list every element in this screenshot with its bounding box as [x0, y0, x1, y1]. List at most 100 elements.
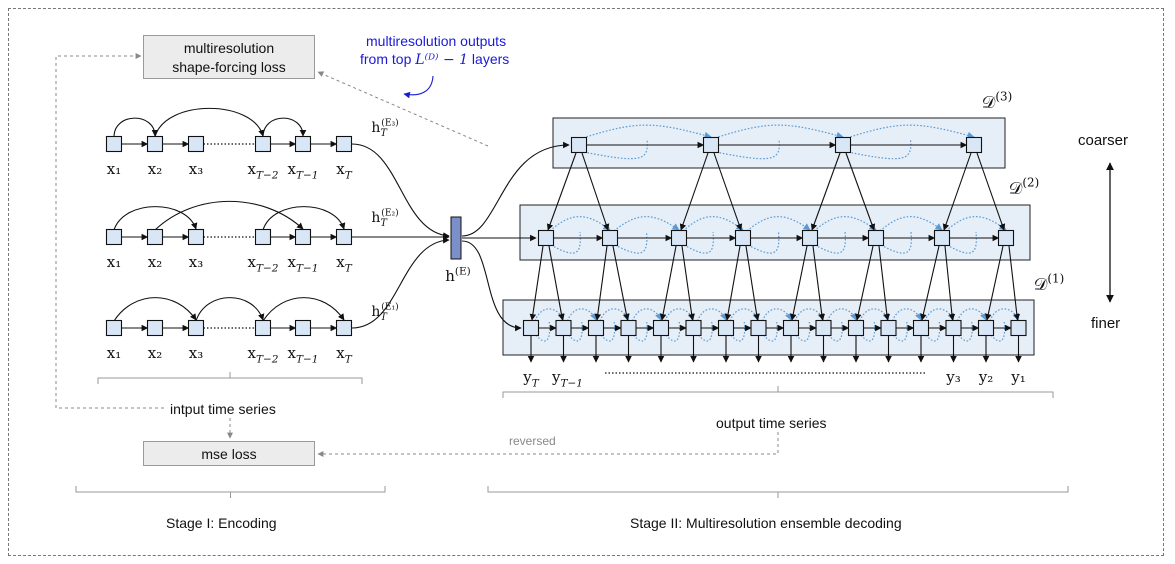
output-label-y2: y₂ [978, 368, 994, 386]
encoder-row-1-node-1 [105, 319, 123, 337]
skip-arc [154, 107, 265, 138]
encoder-row-1-label-2: x₂ [148, 344, 162, 362]
encoder-row-2-node-4 [254, 228, 272, 246]
encoder-row-1-label-1: x₁ [107, 344, 121, 362]
decoder-layer-2-node-7 [933, 229, 951, 247]
output-label-yT-1: yT−1 [551, 368, 583, 390]
encoder-row-3-node-2 [146, 135, 164, 153]
annotation-suffix: layers [471, 51, 510, 67]
decoder-layer-2-node-3 [670, 229, 688, 247]
recurrence-loop [879, 216, 943, 232]
skip-arc [262, 117, 307, 138]
decoder-layer-1-node-5 [652, 319, 670, 337]
decoder-layer-1-node-10 [815, 319, 832, 337]
encoder-row-2-node-3 [187, 228, 205, 246]
decoder-layer-1-node-4 [620, 319, 637, 337]
recurrence-loop [746, 216, 811, 232]
recurrence-loop [698, 321, 713, 342]
encoder-row-2-node-1 [105, 228, 123, 246]
d2-to-d1 [789, 245, 808, 321]
input-to-shape-loss [55, 53, 164, 409]
input-brace [97, 377, 363, 384]
decoder-layer-1-node-15 [977, 319, 995, 337]
to-merge-curve [351, 143, 450, 239]
recurrence-loop [566, 308, 597, 322]
encoder-row-2-hidden: hT(E₂) [371, 208, 398, 230]
decoder-layer-2-node-2 [601, 229, 619, 247]
shape-forcing-loss-line2: shape-forcing loss [172, 59, 286, 75]
recurrence-loop [747, 231, 780, 254]
recurrence-loop [891, 308, 922, 322]
skip-arc [113, 297, 197, 322]
encoder-row-2-label-4: xT−2 [248, 253, 279, 275]
d2-to-d1 [878, 245, 891, 321]
input-series-label: intput time series [170, 401, 276, 417]
encoder-row-2-label-5: xT−1 [288, 253, 319, 275]
mse-loss-label: mse loss [201, 446, 257, 462]
recurrence-loop [614, 231, 648, 254]
decoder-layer-2-node-4 [734, 229, 752, 247]
layer-label-1: 𝒟(1) [1034, 271, 1064, 295]
recurrence-loop [763, 321, 778, 342]
encoder-row-2-label-3: x₃ [189, 253, 203, 271]
decoder-layer-2-node-5 [801, 229, 819, 247]
to-merge-curve [351, 236, 450, 329]
d2-to-d1 [529, 245, 544, 321]
d3-to-d2 [976, 152, 1006, 231]
stage1-brace [75, 486, 386, 493]
encoder-row-3-node-6 [335, 135, 353, 153]
skip-arc [113, 206, 198, 231]
encoder-row-2-node-2 [146, 228, 164, 246]
decoder-layer-1-node-14 [945, 319, 962, 337]
recurrence-loop [696, 308, 727, 322]
d2-to-d1 [985, 245, 1004, 321]
d2-to-d1 [548, 245, 565, 321]
encoder-row-1-label-4: xT−2 [248, 344, 279, 366]
encoder-row-3-hidden: hT(E₃) [371, 118, 398, 140]
merge-node [450, 216, 462, 260]
d2-to-d1 [812, 245, 826, 321]
d3-to-d2 [546, 152, 577, 231]
recurrence-loop [828, 321, 843, 342]
recurrence-loop [600, 321, 616, 342]
decoder-layer-3-node-4 [965, 136, 983, 154]
output-series-label: output time series [716, 415, 827, 431]
decoder-layer-1-node-11 [847, 319, 865, 337]
output-label-y3: y₃ [945, 368, 961, 386]
encoder-row-3-label-5: xT−1 [288, 160, 319, 182]
decoder-layer-2-node-8 [997, 229, 1015, 247]
recurrence-loop [795, 321, 811, 342]
output-label-y1: y₁ [1010, 368, 1026, 386]
shape-forcing-loss-line1: multiresolution [183, 40, 275, 56]
encoder-row-3-node-3 [187, 135, 205, 153]
decoder-layer-3-node-3 [834, 136, 852, 154]
stage2-brace [487, 486, 1069, 493]
encoder-row-1-hidden: hT(E₁) [371, 302, 398, 324]
encoder-row-3-node-5 [294, 135, 312, 153]
d3-to-d2 [679, 152, 709, 231]
skip-arc [113, 117, 159, 138]
recurrence-loop [958, 321, 973, 342]
reversed-label: reversed [509, 434, 556, 448]
decoder-layer-2-node-1 [537, 229, 555, 247]
decoder-layer-3-node-2 [702, 136, 720, 154]
d3-to-d2 [845, 152, 876, 231]
encoder-row-3-label-4: xT−2 [248, 160, 279, 182]
encoder-row-3-node-4 [254, 135, 272, 153]
annotation-line2: from top L⁽ᴰ⁾ − 1 layers [360, 51, 509, 68]
d2-to-d1 [659, 245, 677, 321]
scale-finer: finer [1091, 315, 1121, 332]
d2-to-d1 [855, 245, 874, 321]
d2-to-d1 [724, 245, 741, 321]
merge-label: h(E) [445, 265, 471, 285]
decoder-layer-1-node-9 [782, 319, 800, 337]
encoder-row-3-label-3: x₃ [189, 160, 203, 178]
recurrence-loop [893, 321, 908, 342]
recurrence-loop [846, 124, 975, 139]
decoder-to-shape-loss [317, 71, 489, 147]
stage1-label: Stage I: Encoding [166, 515, 277, 531]
decoder-layer-1-node-8 [750, 319, 767, 337]
encoder-row-3-node-1 [105, 135, 123, 153]
encoder-row-3-label-1: x₁ [107, 160, 121, 178]
